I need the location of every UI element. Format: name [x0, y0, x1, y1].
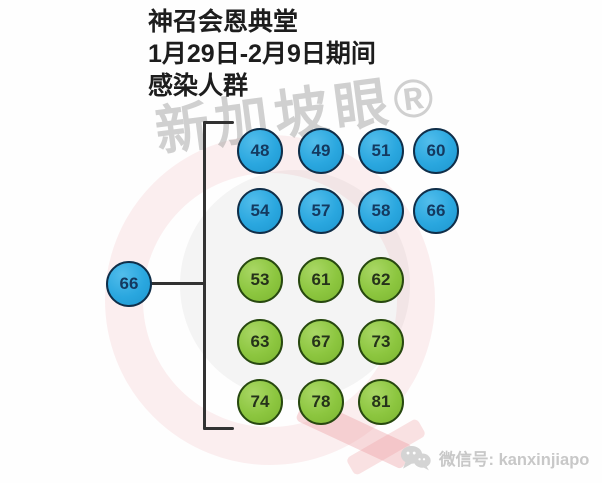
case-node-78: 78 — [298, 379, 344, 425]
wechat-icon — [400, 444, 432, 471]
case-node-63: 63 — [237, 319, 283, 365]
diagram-title: 神召会恩典堂 1月29日-2月9日期间 感染人群 — [148, 6, 376, 102]
title-line-3: 感染人群 — [148, 72, 249, 100]
case-node-73: 73 — [358, 319, 404, 365]
wechat-watermark: 微信号: kanxinjiapo — [400, 444, 589, 471]
bracket-top-arm — [203, 121, 234, 124]
case-node-51: 51 — [358, 128, 404, 174]
case-node-53: 53 — [237, 257, 283, 303]
title-line-1: 神召会恩典堂 — [148, 8, 299, 36]
case-node-60: 60 — [413, 128, 459, 174]
root-connector-line — [150, 282, 205, 285]
case-node-62: 62 — [358, 257, 404, 303]
case-node-48: 48 — [237, 128, 283, 174]
case-node-49: 49 — [298, 128, 344, 174]
case-node-61: 61 — [298, 257, 344, 303]
wechat-label: 微信号: kanxinjiapo — [439, 450, 590, 469]
title-line-2: 1月29日-2月9日期间 — [148, 40, 376, 68]
bracket-vertical-line — [203, 121, 206, 430]
case-node-58: 58 — [358, 188, 404, 234]
case-node-66: 66 — [413, 188, 459, 234]
case-node-74: 74 — [237, 379, 283, 425]
case-node-57: 57 — [298, 188, 344, 234]
case-node-54: 54 — [237, 188, 283, 234]
case-node-81: 81 — [358, 379, 404, 425]
case-node-67: 67 — [298, 319, 344, 365]
root-case-node: 66 — [106, 261, 152, 307]
bracket-bottom-arm — [203, 427, 234, 430]
